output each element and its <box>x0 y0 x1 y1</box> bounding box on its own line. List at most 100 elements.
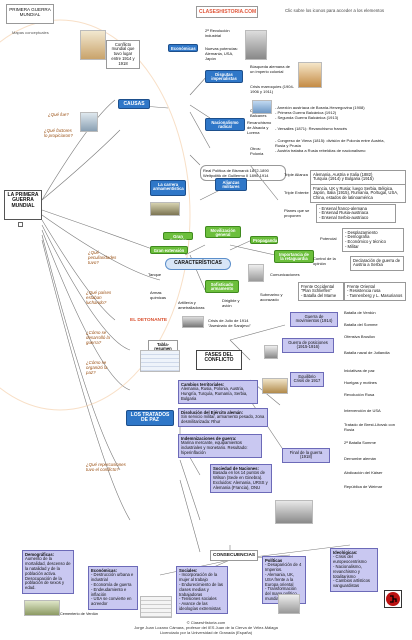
somme-text: Batalla del Somme <box>344 322 378 327</box>
jutlandia-text: Batalla naval de Jutlandia <box>344 350 390 355</box>
propaganda-image[interactable] <box>248 264 264 282</box>
verdun-text: Batalla de Verdún <box>344 310 376 315</box>
verdun-caption: Cementerio de Verdún <box>60 612 98 616</box>
gran-extension-node[interactable]: Gran extensión <box>150 246 188 254</box>
balkans-map-image[interactable] <box>252 100 272 114</box>
map-africa-image[interactable] <box>298 62 322 88</box>
triple-entente-text: Francia, UK y Rusia; luego Serbia, Bélgi… <box>310 184 406 204</box>
causas-node[interactable]: CAUSAS <box>118 99 150 109</box>
sociales-box: Sociales: - Incorporación de la mujer al… <box>176 566 228 615</box>
top-title-box[interactable]: PRIMERA GUERRA MUNDIAL <box>6 4 54 24</box>
brest-text: Tratado de Brest-Litovsk con Rusia <box>344 422 395 432</box>
potencial-text: - Desplazamiento - Demografía - Económic… <box>342 228 404 253</box>
polonia-text: - Congreso de Viena (1815): división de … <box>275 138 385 153</box>
planes-text: - Ensenal franco-alemana - Ensenad Rusia… <box>316 204 396 224</box>
comunicaciones-label: Comunicaciones <box>270 272 300 277</box>
top-title: PRIMERA GUERRA MUNDIAL <box>9 6 51 17</box>
alsacia-text: Revanchismo de Alsacia y Lorena <box>247 120 272 135</box>
final-guerra-node[interactable]: Final de la guerra (1918) <box>282 448 330 463</box>
marruecos-text: Crisis marroquíes (1904-1906 y 1911) <box>250 84 295 94</box>
root-node[interactable]: LA PRIMERA GUERRA MUNDIAL <box>4 190 42 220</box>
fases-node[interactable]: FASES DEL CONFLICTO <box>196 350 242 370</box>
potencias-text: Nuevas potencias: Alemania, USA, Japón <box>205 46 238 61</box>
nacionalismo-node[interactable]: Nacionalismo radical <box>205 118 245 131</box>
ideologicas-box: Ideológicas: - Crisis del europeocentris… <box>330 548 378 592</box>
huelgas-text: Huelgas y motines <box>344 380 377 385</box>
propaganda-node[interactable]: Propaganda <box>250 236 278 244</box>
author-text: Jorge Juan Lozano Cámara, profesor del I… <box>134 625 278 630</box>
versailles-image[interactable] <box>275 500 313 524</box>
conflict-caption: Conflicto mundial que tuvo lugar entre 1… <box>106 40 140 70</box>
artilleria-label: Artillería y ametralladoras <box>178 300 205 310</box>
declaracion-text: Declaración de guerra de Austria a Serbi… <box>350 256 404 271</box>
equilibrio-node[interactable]: Equilibrio Crisis de 1917 <box>290 372 324 387</box>
guerra-movimientos-node[interactable]: Guerra de movimientos (1914) <box>290 312 338 327</box>
derrumbe-text: Derrumbe alemán <box>344 456 377 461</box>
economicas-box: Económicas: - Destrucción urbana e indus… <box>88 566 138 610</box>
question-development: ¿Cómo se desarrolló la guerra? <box>86 330 110 345</box>
sociedad-box: Sociedad de Naciones: Basada en los 14 p… <box>210 464 272 494</box>
factory-image[interactable] <box>245 30 267 60</box>
triple-entente-label: Triple Entente <box>284 190 309 195</box>
trench-image[interactable] <box>264 345 278 359</box>
sarajevo-image[interactable] <box>182 316 204 328</box>
revanchismo-text: - Versalles (1871): Revanchismo francés <box>275 126 348 131</box>
copyright-text: © ClasesHistoria.com <box>186 620 226 625</box>
balcanes-text: - Anexión austríaca de Bosnia-Herzegovin… <box>275 105 365 120</box>
folder-icon[interactable] <box>18 222 23 227</box>
busqueda-text: Búsqueda alemana de un imperio colonial <box>250 64 291 74</box>
frente-oriental-box: Frente Oriental - Resistencia rusa - Tan… <box>344 282 406 302</box>
guerra-posiciones-node[interactable]: Guerra de posiciones (1915-1916) <box>282 338 334 353</box>
biplane-image[interactable] <box>262 378 288 394</box>
verdun-cemetery-image[interactable] <box>24 600 60 616</box>
carrera-node[interactable]: La carrera armamentística <box>150 180 186 196</box>
frente-occidental-box: Frente Occidental "Plan Schlieffen" - Ba… <box>298 282 344 302</box>
demograficas-box: Demográficas: Aumento de la mortalidad, … <box>22 550 74 594</box>
site-name[interactable]: CLASESHISTORIA.COM <box>196 6 258 18</box>
crisis-julio-text: Crisis de Julio de 1914 "Asesinato de Sa… <box>208 318 251 328</box>
swastika-icon[interactable] <box>384 590 402 608</box>
revolucion-text: 2ª Revolución industrial <box>205 28 230 38</box>
economicas-node[interactable]: Económicas <box>168 44 198 52</box>
question-consequences: ¿Qué repercusiones tuvo el conflicto? <box>86 462 126 472</box>
map-europe-image[interactable] <box>278 594 300 614</box>
triple-alianza-label: Triple Alianza <box>284 172 308 177</box>
potencial-label: Potencial <box>320 236 337 241</box>
question-countries: ¿Qué países estaban luchando? <box>86 290 112 305</box>
economy-chart-image[interactable] <box>140 596 172 618</box>
help-text: Clic sobre los iconos para acceder a los… <box>285 8 385 13</box>
question-features: ¿Qué peculiaridades tuvo? <box>88 250 117 265</box>
brusilov-text: Ofensiva Brusilov <box>344 334 376 339</box>
alianzas-node[interactable]: Alianzas militares <box>215 178 247 191</box>
tratados-node[interactable]: LOS TRATADOS DE PAZ <box>126 410 174 426</box>
intervencion-usa-text: Intervención de USA <box>344 408 381 413</box>
root-title: LA PRIMERA GUERRA MUNDIAL <box>7 191 39 209</box>
license-text: Licenciado por la Universidad de Granada… <box>159 630 253 635</box>
footer: © ClasesHistoria.com Jorge Juan Lozano C… <box>0 620 412 635</box>
consecuencias-node[interactable]: CONSECUENCIAS <box>210 550 258 561</box>
armas-quimicas-label: Armas químicas <box>150 290 167 300</box>
movilizacion-node[interactable]: Movilización general <box>205 226 241 238</box>
caracteristicas-node[interactable]: CARACTERÍSTICAS <box>165 258 231 270</box>
concept-maps-link[interactable]: Mapas conceptuales <box>12 30 49 35</box>
planes-label: Planes que se proponen <box>284 208 310 218</box>
revolucion-rusa-text: Revolución Rusa <box>344 392 375 397</box>
tanque-label: Tanque <box>148 272 162 277</box>
tank-image[interactable] <box>150 202 180 216</box>
disolucion-box: Disolución del Ejército alemán: Sin serv… <box>178 408 268 428</box>
indemnizaciones-box: Indemnizaciones de guerra: Marina mercan… <box>178 434 262 459</box>
detonante-label[interactable]: EL DETONANTE <box>130 318 168 323</box>
retaguardia-node[interactable]: Importancia de la retaguardia <box>274 250 314 263</box>
gran-duracion-node[interactable]: Gran duración <box>163 232 193 243</box>
sofisticado-node[interactable]: Sofisticado armamento <box>205 280 239 293</box>
abdicacion-text: Abdicación del Káiser <box>344 470 383 475</box>
uncle-sam-image[interactable] <box>80 112 98 132</box>
segunda-somme-text: 2ª Batalla Somme <box>344 440 376 445</box>
soldier-image[interactable] <box>80 30 106 60</box>
republica-text: República de Weimar <box>344 484 383 489</box>
question-factors: ¿Qué factores lo propiciaron? <box>44 128 73 138</box>
disputas-node[interactable]: Disputas imperialistas <box>205 70 243 83</box>
question-peace: ¿Cómo se organizó la paz? <box>86 360 108 375</box>
question-what: ¿Qué fue? <box>48 112 69 117</box>
summary-table-image[interactable] <box>140 350 180 372</box>
